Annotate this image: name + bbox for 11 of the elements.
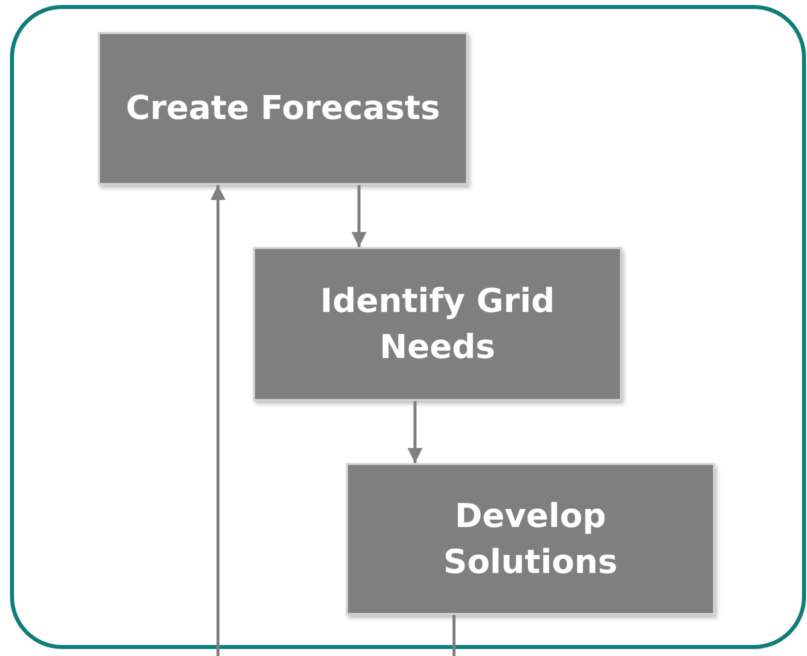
connector-line <box>452 615 456 656</box>
container-frame <box>10 5 806 649</box>
box-label: Create Forecasts <box>126 87 440 130</box>
arrow <box>352 185 366 247</box>
process-box <box>98 32 468 185</box>
arrow <box>408 401 422 463</box>
process-box <box>346 463 715 615</box>
box-label: Develop Solutions <box>442 494 619 583</box>
process-box <box>253 247 622 401</box>
arrow <box>210 185 226 656</box>
box-label: Identify Grid Needs <box>319 280 556 368</box>
